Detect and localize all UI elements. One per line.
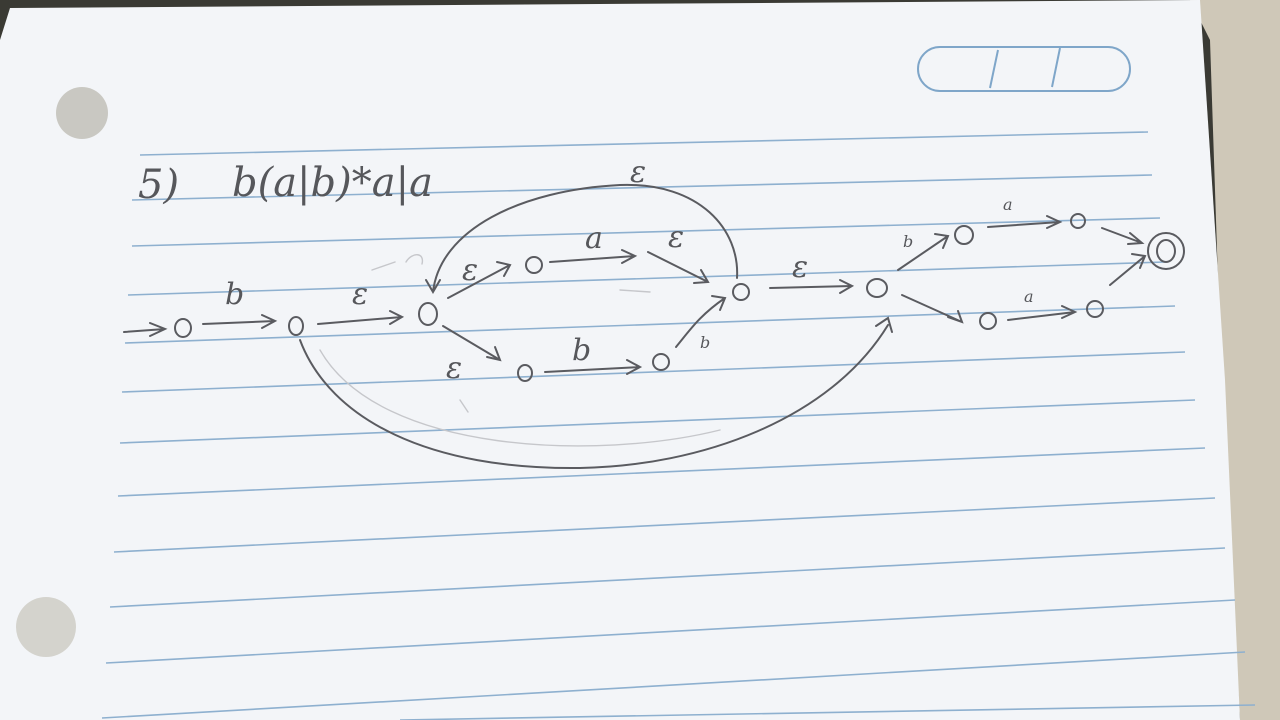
state-after-b <box>288 316 304 336</box>
bypass-bottom-curve <box>299 316 893 470</box>
label-a-right-upper: a <box>1003 195 1013 214</box>
arrow-eps-mid <box>769 279 855 294</box>
state-right-upper-1 <box>954 225 974 245</box>
label-eps-lower: ε <box>446 351 462 386</box>
arrow-eps-upper <box>447 261 512 299</box>
arrow-b-lower <box>544 359 643 375</box>
nfa-labels: b ε ε a ε ε ε b b ε b a a <box>225 155 1034 386</box>
label-b-lower-join: b <box>700 333 710 352</box>
start-arrow <box>123 322 168 337</box>
state-upper-1 <box>525 256 543 274</box>
arrow-b <box>202 314 278 329</box>
loop-top-eps <box>425 183 739 294</box>
label-a-right-lower: a <box>1024 287 1034 306</box>
state-final-inner <box>1156 239 1176 263</box>
state-final-outer <box>1147 232 1185 270</box>
label-b-start: b <box>225 277 244 312</box>
arrow-right-to-final-upper <box>1101 227 1145 245</box>
label-eps-mid: ε <box>792 250 808 285</box>
arrow-eps-upper-join <box>647 251 710 284</box>
arrow-right-lower <box>901 294 964 324</box>
arrow-right-a-lower <box>1007 305 1078 321</box>
label-eps-upper: ε <box>462 253 478 288</box>
arrow-eps-lower <box>442 325 502 362</box>
label-eps-split: ε <box>352 277 368 312</box>
arrow-right-a-upper <box>987 215 1063 229</box>
erased-marks <box>319 254 721 447</box>
state-right-upper-2 <box>1070 213 1086 229</box>
state-join <box>732 283 750 301</box>
state-right-lower-1 <box>979 312 997 330</box>
ruled-lines <box>101 131 1256 720</box>
date-box <box>917 46 1131 92</box>
state-lower-2 <box>652 353 670 371</box>
arrow-a-upper <box>549 249 638 264</box>
state-start <box>174 318 192 338</box>
arrow-right-to-final-lower <box>1109 253 1147 286</box>
problem-number: 5) <box>138 162 179 208</box>
state-split <box>418 302 438 326</box>
label-a-upper: a <box>585 221 603 256</box>
arrow-right-b <box>897 233 950 271</box>
label-b-right-upper: b <box>903 232 913 251</box>
punch-hole-bottom <box>16 597 76 657</box>
punch-hole-top <box>56 87 108 139</box>
problem-expression: b(a|b)*a|a <box>232 160 433 206</box>
state-mid <box>866 278 888 298</box>
arrow-eps-split <box>317 310 405 325</box>
label-eps-loop-top: ε <box>630 155 646 190</box>
nfa-diagram <box>123 183 1185 470</box>
notebook-paper <box>0 0 1240 720</box>
state-right-lower-2 <box>1086 300 1104 318</box>
state-lower-1 <box>517 364 533 382</box>
paper-shadow <box>1190 0 1280 720</box>
label-eps-upper-join: ε <box>668 220 684 255</box>
arrow-b-lower-join <box>675 295 727 348</box>
label-b-lower: b <box>572 333 591 368</box>
